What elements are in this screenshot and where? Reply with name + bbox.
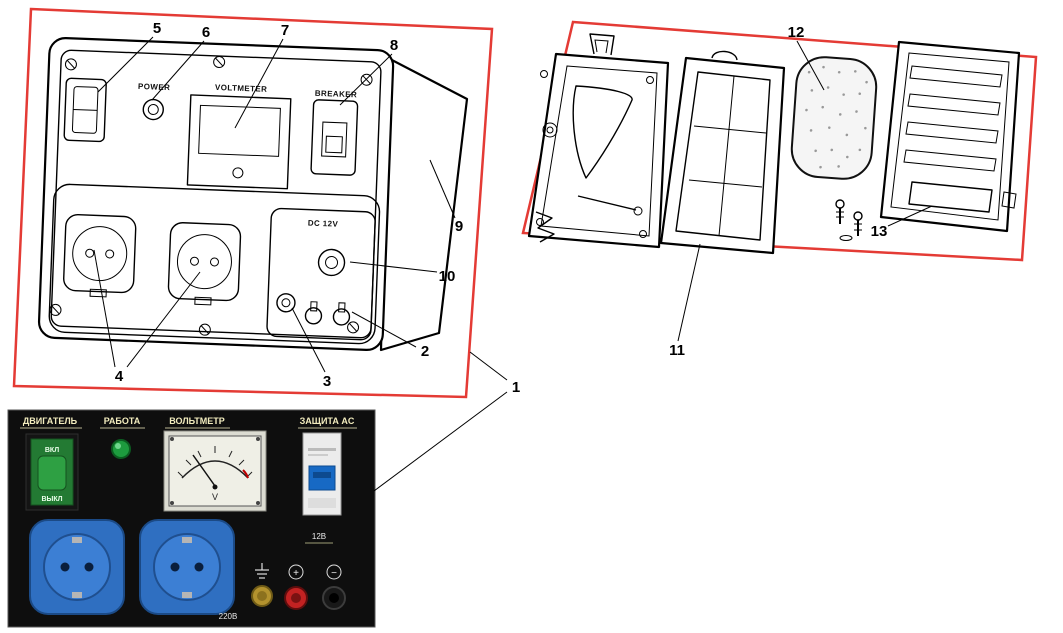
callout-8: 8 (390, 37, 398, 54)
callout-10: 10 (439, 268, 456, 285)
dc-terminals-drawing (304, 301, 351, 326)
photo-voltmeter-label: ВОЛЬТМЕТР (169, 416, 224, 426)
meter-scale-arc (181, 460, 249, 479)
sponge-element (790, 56, 878, 180)
ground-terminal-drawing (276, 293, 296, 313)
panel-lower-section (48, 183, 381, 345)
photo-socket-left (29, 519, 125, 615)
plus-mark: + (293, 568, 299, 579)
callout-1: 1 (512, 379, 520, 396)
control-panel-drawing: POWER VOLTMETER BREAKER (37, 37, 469, 352)
svg-text:VOLTMETER: VOLTMETER (215, 83, 268, 94)
dc-breaker-drawing (317, 248, 346, 277)
callout-2: 2 (421, 343, 429, 360)
meter-screws (170, 437, 260, 505)
panel-side-face (379, 56, 469, 352)
ac-breaker-drawing: BREAKER (310, 89, 359, 176)
photo-dc-output: 12В + − (284, 532, 346, 610)
housing-clamp (535, 211, 555, 243)
socket-voltage-label: 220В (219, 612, 238, 621)
switch-off-label: ВЫКЛ (41, 496, 62, 503)
callout-9: 9 (455, 218, 463, 235)
frame-handle (711, 50, 738, 61)
photo-run-indicator (111, 439, 131, 459)
meter-unit: V (212, 492, 218, 502)
minus-mark: − (331, 568, 337, 579)
air-filter-housing (527, 33, 670, 249)
voltmeter-drawing: VOLTMETER (186, 83, 292, 190)
sponge-texture (805, 65, 868, 169)
callout-12: 12 (788, 24, 805, 41)
callout-3: 3 (323, 373, 331, 390)
meter-needle (192, 454, 216, 487)
photo-run-label: РАБОТА (104, 416, 141, 426)
red-outline-control-panel (12, 7, 494, 399)
cover-tab (1001, 191, 1017, 209)
photo-ac-protection-label: ЗАЩИТА AC (300, 416, 355, 426)
switch-on-label: ВКЛ (45, 447, 59, 454)
dc-voltage-label: 12В (312, 532, 326, 541)
power-indicator-drawing: POWER (138, 82, 171, 121)
engine-switch-drawing (63, 77, 107, 143)
photo-socket-right (139, 519, 235, 615)
leader-lines (93, 36, 933, 492)
callout-11: 11 (669, 342, 685, 359)
panel-front-face: POWER VOLTMETER BREAKER (37, 37, 395, 351)
callout-4: 4 (115, 368, 124, 385)
callout-7: 7 (281, 22, 289, 39)
filter-frame (659, 50, 786, 255)
filter-cover (879, 40, 1021, 233)
socket-right-drawing (167, 222, 242, 306)
meter-ticks (177, 446, 253, 478)
svg-text:DC 12V: DC 12V (308, 219, 339, 229)
socket-left-drawing (63, 214, 137, 298)
callout-13: 13 (871, 223, 888, 240)
svg-text:BREAKER: BREAKER (315, 89, 358, 100)
photo-engine-label: ДВИГАТЕЛЬ (23, 416, 78, 426)
air-filter-drawing (527, 33, 1021, 255)
photo-panel: ДВИГАТЕЛЬ РАБОТА ВОЛЬТМЕТР ЗАЩИТА AC ВКЛ… (7, 409, 376, 628)
meter-red-zone (242, 469, 249, 479)
callout-6: 6 (202, 24, 210, 41)
callout-labels: 1 2 3 4 5 6 7 8 9 10 11 12 13 (115, 20, 888, 396)
filter-bolts (835, 199, 863, 241)
photo-engine-switch: ВКЛ ВЫКЛ (25, 433, 79, 511)
ground-symbol-icon (255, 563, 269, 579)
switch-rocker (37, 455, 67, 491)
housing-lever (577, 195, 637, 211)
callout-5: 5 (153, 20, 161, 37)
photo-ac-breaker (302, 432, 342, 516)
photo-ground-terminal (251, 563, 273, 607)
dc-subpanel-drawing: DC 12V (266, 207, 376, 341)
svg-text:POWER: POWER (138, 82, 171, 92)
photo-voltmeter: V (163, 430, 267, 512)
